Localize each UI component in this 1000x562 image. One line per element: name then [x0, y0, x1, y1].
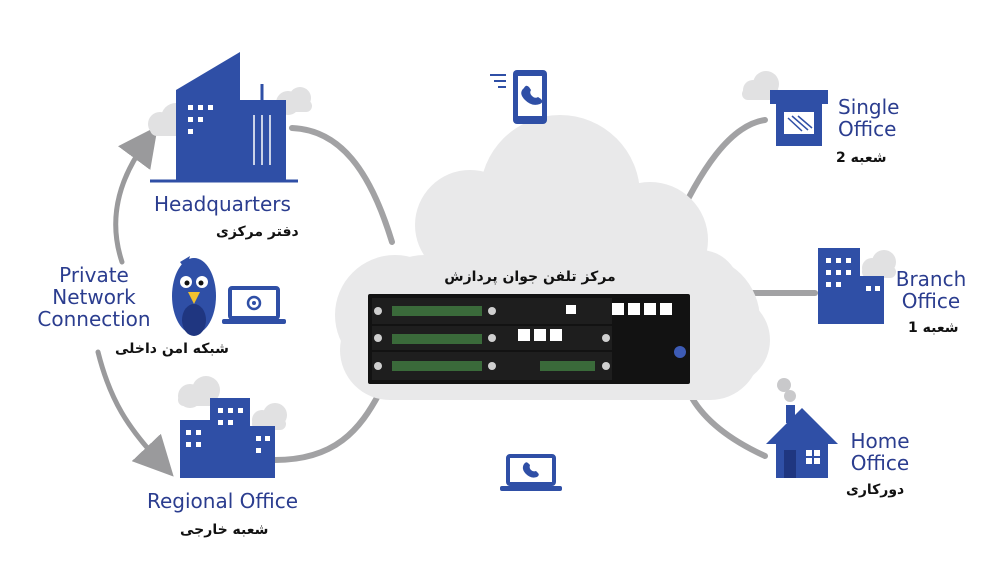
single-office-label-fa: شعبه 2	[836, 150, 887, 166]
line-home-office	[689, 395, 768, 459]
branch-office-label-line1: Branch	[895, 267, 967, 291]
private-network-label: Private Network Connection	[24, 264, 164, 330]
line-headquarters	[289, 125, 395, 245]
private-network-label-line3: Connection	[37, 307, 151, 331]
laptop-phone-icon	[500, 454, 562, 491]
headquarters-buildings-icon	[148, 52, 312, 183]
regional-office-label: Regional Office	[147, 489, 299, 513]
pbx-device	[368, 294, 690, 384]
single-office-label-line1: Single	[838, 95, 900, 119]
branch-office-building-icon	[818, 248, 896, 324]
bird-mascot-icon	[172, 256, 216, 336]
arrow-down	[95, 349, 174, 477]
device-logo	[674, 346, 686, 358]
private-network-label-fa: شبکه امن داخلی	[115, 341, 229, 357]
branch-office-label-line2: Office	[901, 289, 961, 313]
private-network-label-line1: Private	[59, 263, 129, 287]
regional-office-label-fa: شعبه خارجی	[180, 522, 269, 538]
laptop-gear-icon	[222, 286, 286, 324]
single-office-label: Single Office	[838, 96, 899, 140]
mobile-phone-icon	[490, 70, 547, 124]
home-office-label: Home Office	[840, 430, 920, 474]
center-title: مرکز تلفن جوان پردازش	[444, 269, 615, 285]
line-regional-office	[272, 389, 383, 463]
regional-office-buildings-icon	[178, 376, 287, 478]
headquarters-label-fa: دفتر مرکزی	[216, 224, 299, 240]
home-office-label-line2: Office	[850, 451, 910, 475]
single-office-label-line2: Office	[838, 117, 897, 141]
private-network-arrows	[95, 125, 174, 477]
home-office-label-line1: Home	[850, 429, 910, 453]
arrow-up	[113, 125, 158, 265]
branch-office-label: Branch Office	[886, 268, 976, 312]
storefront-icon	[742, 71, 828, 146]
house-icon	[766, 378, 838, 478]
headquarters-label: Headquarters	[154, 192, 291, 216]
private-network-label-line2: Network	[52, 285, 136, 309]
home-office-label-fa: دورکاری	[846, 482, 905, 498]
branch-office-label-fa: شعبه 1	[908, 320, 959, 336]
